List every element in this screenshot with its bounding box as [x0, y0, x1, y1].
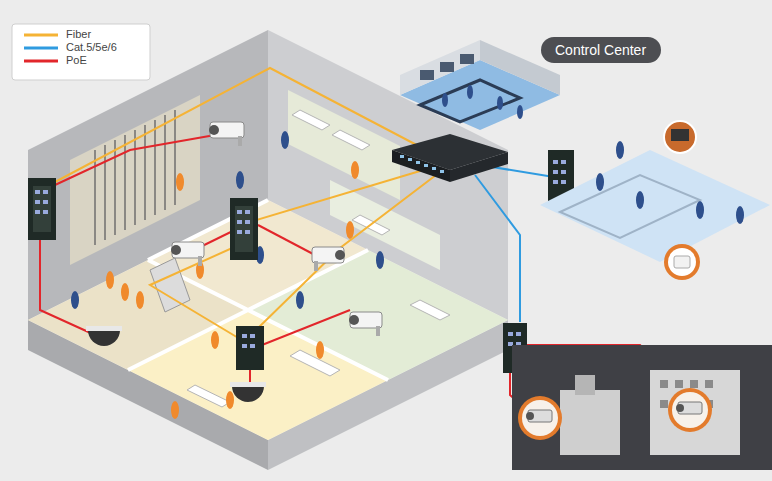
legend-box	[12, 24, 150, 80]
industrial-switches	[28, 150, 574, 373]
pill-text: Control Center	[555, 42, 661, 58]
copper-cables	[475, 165, 560, 322]
core-switch	[392, 134, 508, 182]
cameras	[86, 122, 382, 402]
control-room	[400, 40, 560, 130]
label-pill: Control Center	[541, 37, 661, 63]
fiber-cables	[55, 68, 440, 345]
fiber-sample	[24, 34, 58, 37]
legend-text: Cat.5/5e/6	[66, 41, 117, 54]
legend-text: Fiber	[66, 28, 91, 41]
poe-sample	[24, 60, 58, 63]
legend-text: PoE	[66, 54, 87, 67]
outdoor-area	[512, 345, 772, 470]
office-room	[540, 121, 770, 280]
cat-sample	[24, 47, 58, 50]
